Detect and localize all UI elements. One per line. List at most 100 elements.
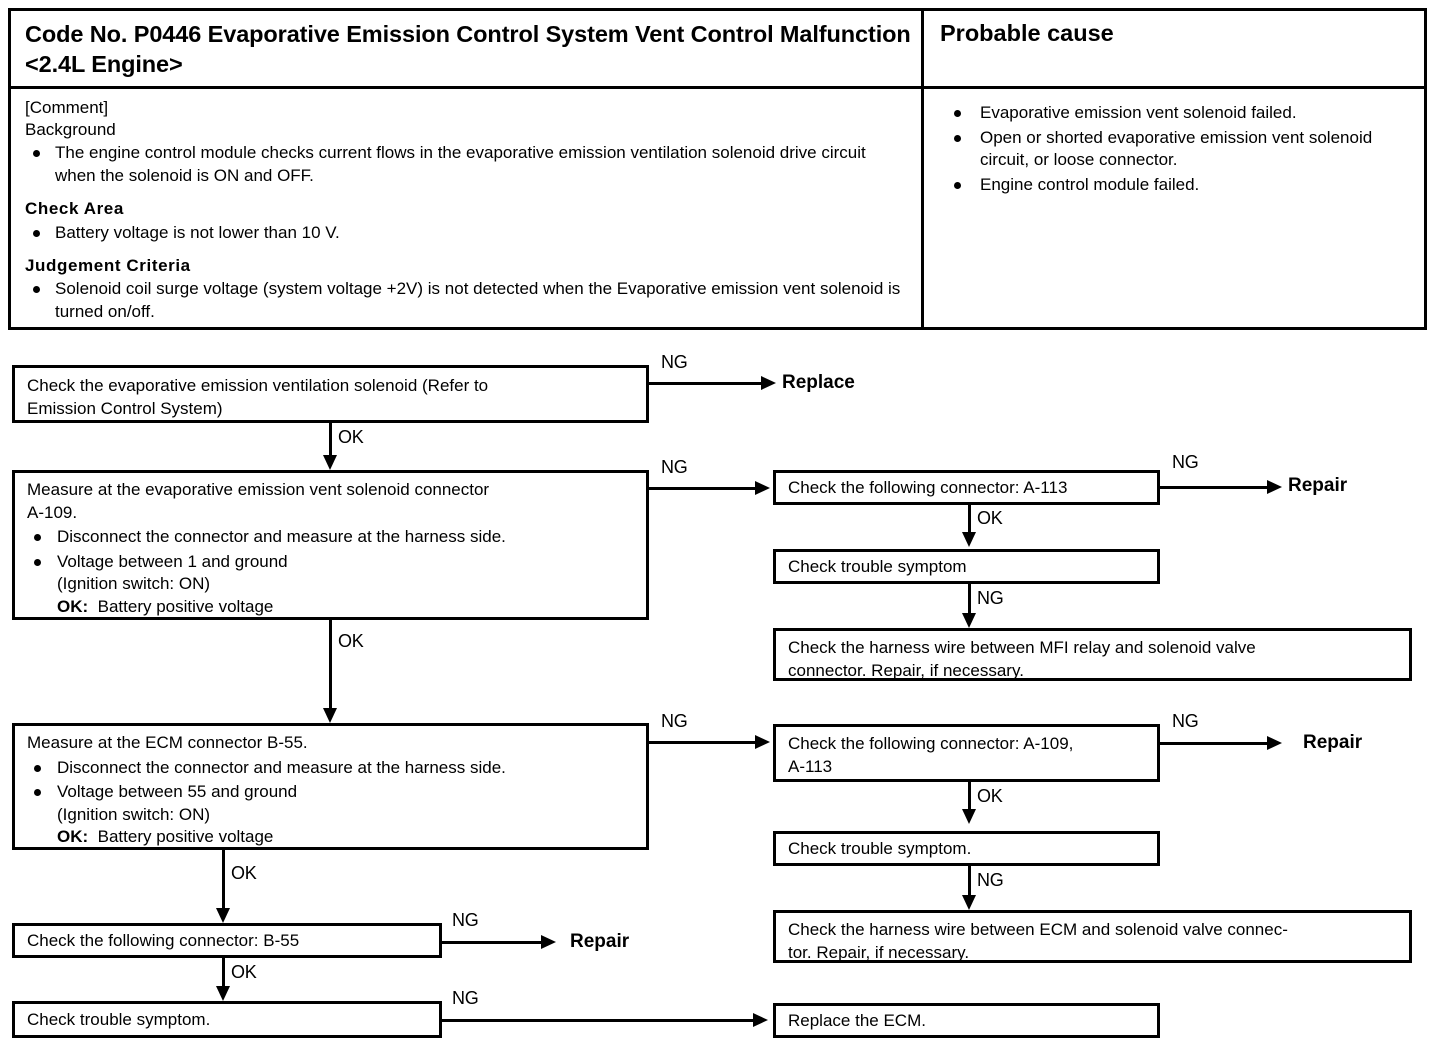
step4-ng-arrowhead: [541, 935, 556, 949]
step2-ok-label: OK: [338, 631, 364, 651]
step3-ng-label: NG: [661, 711, 688, 731]
step1-ng-connector-line: [647, 382, 765, 385]
step3-box[interactable]: Measure at the ECM connector B-55. Disco…: [12, 723, 649, 850]
step3-branch-ng-line: [1158, 742, 1271, 745]
step2-bullet-list: Disconnect the connector and measure at …: [27, 526, 638, 573]
step3-harness-ng-label: NG: [977, 870, 1004, 890]
step3-line1: Measure at the ECM connector B-55.: [27, 733, 308, 752]
judgement-criteria-list: Solenoid coil surge voltage (system volt…: [25, 278, 909, 323]
step2-line1: Measure at the evaporative emission vent…: [27, 480, 490, 499]
step3-branch-ok-label: OK: [977, 786, 1003, 806]
step2-harness-line1: Check the harness wire between MFI relay…: [788, 638, 1256, 657]
code-title-cell: Code No. P0446 Evaporative Emission Cont…: [11, 11, 921, 86]
step5-trouble-symptom-box[interactable]: Check trouble symptom.: [12, 1001, 442, 1038]
step3-branch-ok-line: [968, 782, 971, 812]
step2-ignition-note: (Ignition switch: ON): [57, 574, 211, 594]
step2-line2: A-109.: [27, 502, 78, 522]
step5-replace-ecm-text: Replace the ECM.: [788, 1011, 926, 1030]
step3-ok-criteria: OK: Battery positive voltage: [27, 826, 638, 849]
step4-ng-label: NG: [452, 910, 479, 930]
step1-box[interactable]: Check the evaporative emission ventilati…: [12, 365, 649, 423]
step2-harness-box[interactable]: Check the harness wire between MFI relay…: [773, 628, 1412, 681]
step2-branch-ng-label: NG: [1172, 452, 1199, 472]
step2-ok-connector-line: [329, 620, 332, 712]
step3-ok-connector-line: [222, 850, 225, 912]
step2-harness-ng-line: [968, 584, 971, 616]
step3-connector-check-box[interactable]: Check the following connector: A-109, A-…: [773, 724, 1160, 782]
step3-ok-value: Battery positive voltage: [97, 827, 274, 847]
step3-ng-arrowhead: [755, 735, 770, 749]
step1-replace-label: Replace: [782, 372, 855, 393]
list-item: Engine control module failed.: [940, 174, 1414, 197]
step4-ok-connector-line: [222, 958, 225, 988]
probable-cause-cell: Evaporative emission vent solenoid faile…: [924, 89, 1424, 327]
step2-box[interactable]: Measure at the evaporative emission vent…: [12, 470, 649, 620]
code-title-text: Code No. P0446 Evaporative Emission Cont…: [25, 21, 911, 77]
step2-connector-check-text: Check the following connector: A-113: [788, 478, 1068, 497]
step3-connector-check-line1: Check the following connector: A-109,: [788, 734, 1074, 753]
table-vertical-divider: [921, 11, 924, 327]
step3-trouble-symptom-text: Check trouble symptom.: [788, 839, 972, 858]
step3-harness-ng-arrowhead: [962, 895, 976, 910]
step2-branch-ok-arrowhead: [962, 532, 976, 547]
step2-ok-prefix: OK:: [57, 597, 89, 617]
step3-trouble-symptom-box[interactable]: Check trouble symptom.: [773, 831, 1160, 866]
step5-trouble-symptom-text: Check trouble symptom.: [27, 1010, 211, 1029]
step3-harness-line2: tor. Repair, if necessary.: [788, 942, 970, 962]
step2-trouble-symptom-text: Check trouble symptom: [788, 557, 967, 576]
step2-branch-ng-arrowhead: [1267, 480, 1282, 494]
step2-connector-check-box[interactable]: Check the following connector: A-113: [773, 470, 1160, 505]
step4-connector-check-text: Check the following connector: B-55: [27, 931, 300, 950]
step2-ng-connector-line: [647, 487, 757, 490]
step3-ok-label: OK: [231, 863, 257, 883]
step3-branch-ng-arrowhead: [1267, 736, 1282, 750]
step3-ok-arrowhead: [216, 908, 230, 923]
step2-ng-arrowhead: [755, 481, 770, 495]
diagnostic-info-table: Code No. P0446 Evaporative Emission Cont…: [8, 8, 1427, 330]
step5-ng-label: NG: [452, 988, 479, 1008]
step5-replace-ecm-box[interactable]: Replace the ECM.: [773, 1003, 1160, 1038]
step3-ng-connector-line: [647, 741, 757, 744]
judgement-criteria-label: Judgement Criteria: [25, 256, 191, 276]
probable-cause-list: Evaporative emission vent solenoid faile…: [940, 102, 1414, 196]
step2-branch-ok-line: [968, 505, 971, 535]
step4-ok-label: OK: [231, 962, 257, 982]
list-item: Disconnect the connector and measure at …: [27, 757, 638, 780]
background-list: The engine control module checks current…: [25, 142, 909, 187]
step3-ignition-note: (Ignition switch: ON): [57, 804, 211, 824]
step2-harness-ng-label: NG: [977, 588, 1004, 608]
step2-ng-label: NG: [661, 457, 688, 477]
list-item: Solenoid coil surge voltage (system volt…: [25, 278, 909, 323]
step4-connector-check-box[interactable]: Check the following connector: B-55: [12, 923, 442, 958]
list-item: Voltage between 1 and ground: [27, 551, 638, 574]
table-header-divider: [11, 86, 1424, 89]
step3-branch-ng-label: NG: [1172, 711, 1199, 731]
step3-connector-check-line2: A-113: [788, 756, 833, 776]
step2-ok-arrowhead: [323, 708, 337, 723]
step3-harness-box[interactable]: Check the harness wire between ECM and s…: [773, 910, 1412, 963]
step2-ok-value: Battery positive voltage: [97, 597, 274, 617]
list-item: Battery voltage is not lower than 10 V.: [25, 222, 909, 245]
list-item: Disconnect the connector and measure at …: [27, 526, 638, 549]
step1-ok-connector-line: [329, 423, 332, 459]
step1-ok-label: OK: [338, 427, 364, 447]
step1-ng-arrowhead: [761, 376, 776, 390]
step2-trouble-symptom-box[interactable]: Check trouble symptom: [773, 549, 1160, 584]
step2-ok-criteria: OK: Battery positive voltage: [27, 596, 638, 619]
step2-branch-ok-label: OK: [977, 508, 1003, 528]
comment-cell: [Comment] Background The engine control …: [11, 89, 921, 327]
step4-repair-label: Repair: [570, 931, 630, 952]
probable-cause-title-text: Probable cause: [940, 20, 1114, 46]
step3-harness-ng-line: [968, 866, 971, 898]
list-item: Voltage between 55 and ground: [27, 781, 638, 804]
list-item: Open or shorted evaporative emission ven…: [940, 127, 1414, 172]
step5-ng-connector-line: [440, 1019, 756, 1022]
step2-harness-line2: connector. Repair, if necessary.: [788, 660, 1024, 680]
list-item: The engine control module checks current…: [25, 142, 909, 187]
step1-ok-arrowhead: [323, 455, 337, 470]
step1-line1: Check the evaporative emission ventilati…: [27, 376, 489, 395]
step1-ng-label: NG: [661, 352, 688, 372]
check-area-list: Battery voltage is not lower than 10 V.: [25, 222, 909, 245]
step2-harness-ng-arrowhead: [962, 613, 976, 628]
check-area-label: Check Area: [25, 199, 124, 219]
